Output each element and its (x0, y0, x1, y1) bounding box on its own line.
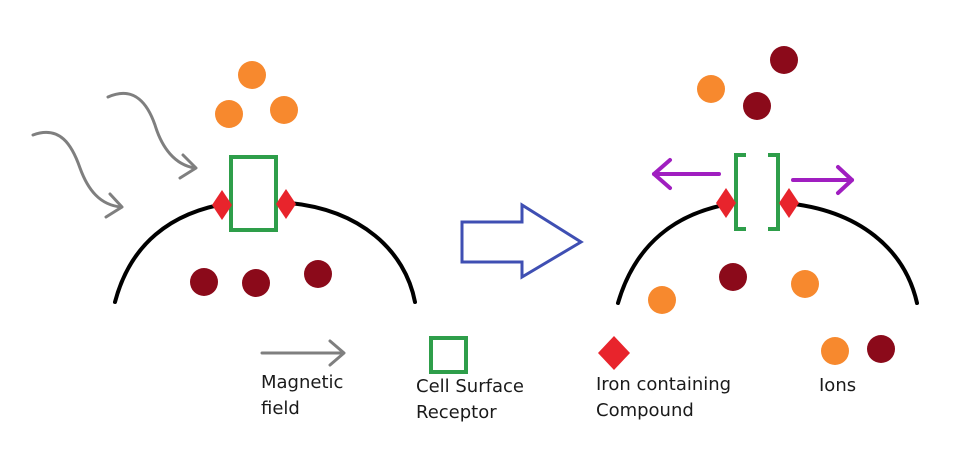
legend-magnetic-arrow-icon (260, 339, 346, 367)
legend-iron-compound-icon (598, 336, 630, 370)
magnetic-field-arrow-2 (31, 130, 124, 219)
ion-orange (697, 75, 725, 103)
ion-orange (215, 100, 243, 128)
ion-maroon (743, 92, 771, 120)
legend-label-magnetic-field: Magnetic field (261, 372, 344, 419)
legend-label-cell-surface-receptor: Cell Surface Receptor (416, 376, 524, 423)
magnetic-field-arrow-1 (106, 91, 198, 180)
iron-compound (779, 188, 799, 218)
legend-ion-orange-icon (821, 337, 849, 365)
ion-maroon (190, 268, 218, 296)
cell-surface-receptor-open-right (768, 153, 780, 231)
ion-maroon (304, 260, 332, 288)
iron-compound (716, 188, 736, 218)
movement-arrow-left (652, 158, 721, 190)
right-panel (616, 46, 919, 314)
left-panel (31, 61, 417, 304)
cell-surface-receptor-closed (229, 155, 278, 232)
cell-surface-receptor-open-left (734, 153, 746, 231)
cell-membrane-left (113, 201, 417, 304)
legend-label-iron-compound: Iron containing Compound (596, 374, 732, 421)
ion-orange (791, 270, 819, 298)
legend-ion-maroon-icon (867, 335, 895, 363)
iron-compound (212, 190, 232, 220)
ion-orange (270, 96, 298, 124)
legend-receptor-icon (429, 336, 468, 374)
movement-arrow-right (791, 165, 854, 195)
process-arrow (460, 202, 584, 280)
ion-maroon (770, 46, 798, 74)
cell-membrane-right (616, 201, 919, 305)
legend-symbols (260, 335, 895, 374)
ion-maroon (242, 269, 270, 297)
legend-label-ions: Ions (819, 375, 857, 396)
ion-maroon (719, 263, 747, 291)
iron-compound (276, 189, 296, 219)
ion-orange (648, 286, 676, 314)
ion-orange (238, 61, 266, 89)
